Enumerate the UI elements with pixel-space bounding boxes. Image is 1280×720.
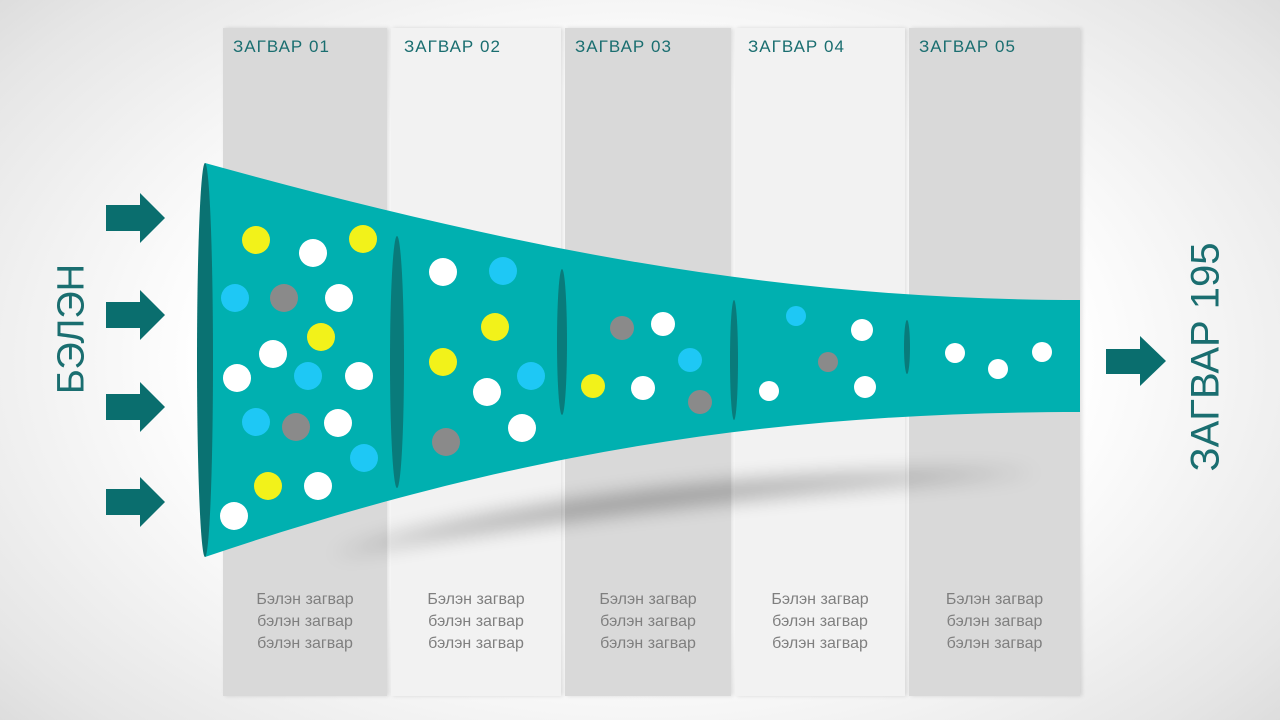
stage-title: ЗАГВАР 01 xyxy=(233,37,330,56)
funnel-ring xyxy=(557,269,567,415)
desc-line: бэлэн загвар xyxy=(428,635,524,652)
desc-line: Бэлэн загвар xyxy=(771,591,869,608)
desc-line: Бэлэн загвар xyxy=(599,591,697,608)
particle-dot xyxy=(818,352,838,372)
funnel-mouth xyxy=(197,163,213,557)
desc-line: Бэлэн загвар xyxy=(427,591,525,608)
particle-dot xyxy=(324,409,352,437)
particle-dot xyxy=(481,313,509,341)
funnel-shadow xyxy=(330,471,1040,555)
particle-dot xyxy=(759,381,779,401)
particle-dot xyxy=(220,502,248,530)
particle-dot xyxy=(294,362,322,390)
particle-dot xyxy=(242,408,270,436)
particle-dot xyxy=(489,257,517,285)
desc-line: бэлэн загвар xyxy=(257,613,353,630)
desc-line: бэлэн загвар xyxy=(772,613,868,630)
desc-line: бэлэн загвар xyxy=(946,613,1043,630)
particle-dot xyxy=(345,362,373,390)
funnel-ring xyxy=(730,300,738,420)
particle-dot xyxy=(304,472,332,500)
funnel-ring xyxy=(390,236,404,488)
stage-description: Бэлэн загвар бэлэн загвар бэлэн загвар xyxy=(223,589,387,655)
stage-title: ЗАГВАР 03 xyxy=(575,37,672,56)
arrow-right-icon xyxy=(106,290,165,340)
desc-line: бэлэн загвар xyxy=(428,613,524,630)
particle-dot xyxy=(349,225,377,253)
particle-dot xyxy=(259,340,287,368)
desc-line: бэлэн загвар xyxy=(600,613,696,630)
arrow-right-icon xyxy=(106,193,165,243)
particle-dot xyxy=(688,390,712,414)
desc-line: бэлэн загвар xyxy=(600,635,696,652)
particle-dot xyxy=(854,376,876,398)
desc-line: бэлэн загвар xyxy=(772,635,868,652)
particle-dot xyxy=(270,284,298,312)
particle-dot xyxy=(350,444,378,472)
desc-line: бэлэн загвар xyxy=(257,635,353,652)
output-label: ЗАГВАР 195 xyxy=(1183,242,1228,472)
particle-dot xyxy=(282,413,310,441)
particle-dot xyxy=(651,312,675,336)
particle-dot xyxy=(508,414,536,442)
particle-dot xyxy=(221,284,249,312)
particle-dot xyxy=(631,376,655,400)
particle-dot xyxy=(988,359,1008,379)
stage-title: ЗАГВАР 02 xyxy=(404,37,501,56)
desc-line: Бэлэн загвар xyxy=(256,591,354,608)
funnel-body xyxy=(205,163,1080,557)
stage-title: ЗАГВАР 04 xyxy=(748,37,845,56)
particle-dot xyxy=(786,306,806,326)
desc-line: бэлэн загвар xyxy=(946,635,1043,652)
particle-dot xyxy=(1032,342,1052,362)
particle-dot xyxy=(242,226,270,254)
arrow-right-icon xyxy=(106,382,165,432)
particle-dot xyxy=(945,343,965,363)
particle-dot xyxy=(254,472,282,500)
particle-dot xyxy=(581,374,605,398)
particle-dot xyxy=(429,348,457,376)
arrow-right-icon xyxy=(106,477,165,527)
particle-dot xyxy=(473,378,501,406)
stage-description: Бэлэн загвар бэлэн загвар бэлэн загвар xyxy=(391,589,561,655)
arrow-right-icon xyxy=(1106,336,1166,386)
particle-dot xyxy=(517,362,545,390)
particle-dot xyxy=(851,319,873,341)
desc-line: Бэлэн загвар xyxy=(945,591,1044,608)
particle-dot xyxy=(223,364,251,392)
input-label: БЭЛЭН xyxy=(50,263,93,395)
stage-title: ЗАГВАР 05 xyxy=(919,37,1016,56)
particle-dot xyxy=(429,258,457,286)
stage-description: Бэлэн загвар бэлэн загвар бэлэн загвар xyxy=(909,589,1080,655)
particle-dot xyxy=(610,316,634,340)
particle-dot xyxy=(432,428,460,456)
particle-dot xyxy=(307,323,335,351)
particle-dot xyxy=(325,284,353,312)
stage-description: Бэлэн загвар бэлэн загвар бэлэн загвар xyxy=(735,589,905,655)
stage-description: Бэлэн загвар бэлэн загвар бэлэн загвар xyxy=(565,589,731,655)
particle-dot xyxy=(299,239,327,267)
input-arrows xyxy=(106,193,165,527)
particle-dot xyxy=(678,348,702,372)
particles xyxy=(220,225,1052,530)
funnel-ring xyxy=(904,320,910,374)
